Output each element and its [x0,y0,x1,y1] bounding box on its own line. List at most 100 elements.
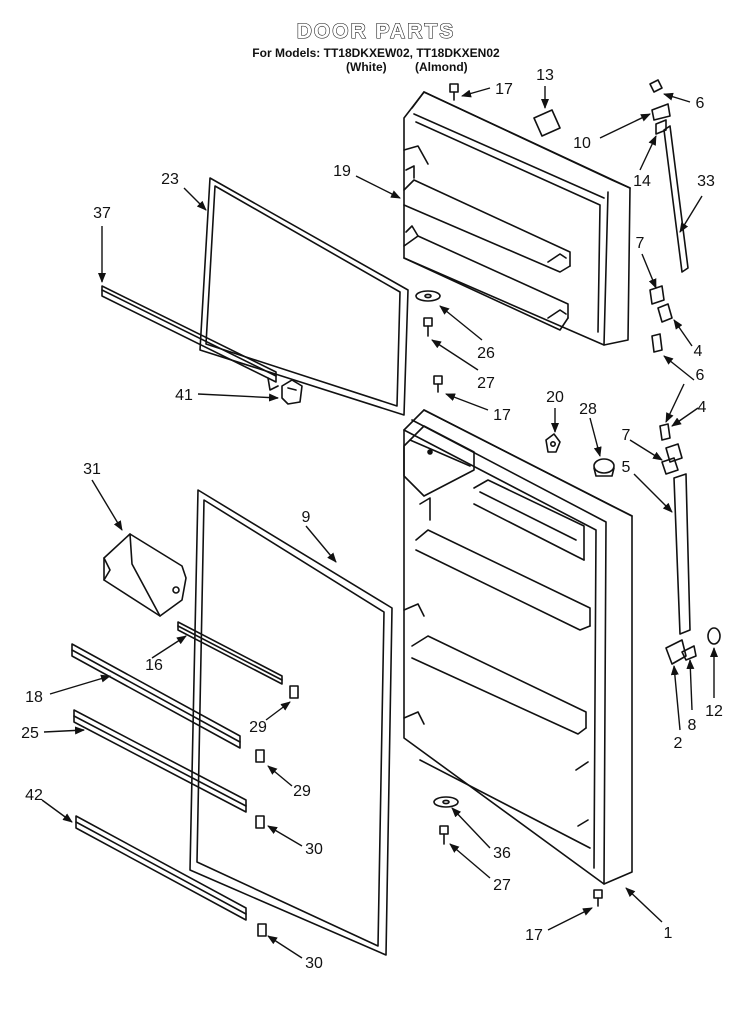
leader-6b [663,355,695,381]
fresh-food-gasket [189,489,393,956]
leader-28 [589,417,602,457]
callout-2: 2 [674,735,683,752]
leader-17b [445,393,489,411]
leader-30a [267,825,303,847]
leader-23 [183,187,207,211]
leader-30b [267,935,303,959]
callout-27b: 27 [493,877,511,894]
leader-18 [49,674,111,695]
callout-6b: 6 [696,367,705,384]
leader-41 [197,393,279,402]
part-25-bar [73,709,247,813]
model-numbers: For Models: TT18DKXEW02, TT18DKXEN02 [252,46,500,60]
part-28-plug [593,458,615,477]
leader-25 [43,726,85,735]
leader-36 [451,807,491,849]
callout-42: 42 [25,787,43,804]
leader-29a [265,701,291,721]
leader-7a [641,253,657,289]
callout-17c: 17 [525,927,543,944]
callout-7b: 7 [622,427,631,444]
freezer-door-shelf-37 [101,285,279,391]
callout-23: 23 [161,171,179,188]
callout-17a: 17 [495,81,513,98]
leader-8 [686,659,695,711]
color-white-label: (White) [346,60,387,74]
part-13-label [533,109,561,137]
leader-17c [547,907,593,931]
part-27-screw-b [439,825,449,845]
leader-7b [629,439,663,461]
leader-10 [599,113,651,139]
callout-14: 14 [633,173,651,190]
callout-18: 18 [25,689,43,706]
color-labels: (White) (Almond) [0,60,752,74]
part-30-clip-b [257,923,267,937]
callout-19: 19 [333,163,351,180]
leader-2 [670,665,681,731]
leader-4b [671,407,699,427]
callout-10: 10 [573,135,591,152]
leader-6a [663,92,691,103]
part-29-clip-b [255,749,265,763]
callout-17b: 17 [493,407,511,424]
leader-17a [461,87,491,98]
part-20-nut [545,433,561,453]
leader-19 [355,175,401,199]
callout-26: 26 [477,345,495,362]
callout-4b: 4 [698,399,707,416]
color-almond-label: (Almond) [415,60,468,74]
leader-6c [665,383,685,423]
callout-41: 41 [175,387,193,404]
page-title: DOOR PARTS [296,19,456,43]
callout-27a: 27 [477,375,495,392]
part-26-plate [415,290,441,302]
leader-9 [305,525,337,563]
freezer-door-liner [403,91,631,346]
leader-5 [633,473,673,513]
leader-42 [41,799,73,823]
part-17-screw-b [433,375,443,393]
bottom-hinge-parts [665,627,721,665]
part-27-screw-a [423,317,433,337]
leader-14 [639,135,657,171]
part-36-plate [433,796,459,808]
leader-31 [91,479,123,531]
callout-25: 25 [21,725,39,742]
callout-30a: 30 [305,841,323,858]
upper-door-hinge-parts [659,423,683,475]
part-42-bar [75,815,247,921]
part-33-rod [663,125,689,273]
part-5-rod [673,473,691,635]
callout-33: 33 [697,173,715,190]
callout-5: 5 [622,459,631,476]
middle-hinge-parts [649,285,673,353]
part-17-screw-a [449,83,459,101]
callout-7a: 7 [636,235,645,252]
part-31-bin [103,533,187,617]
callout-4a: 4 [694,343,703,360]
fresh-food-door-liner [403,409,633,885]
callout-1: 1 [664,925,673,942]
part-41-clip [281,379,303,405]
leader-27a [431,339,479,371]
callout-31: 31 [83,461,101,478]
callout-36: 36 [493,845,511,862]
callout-30b: 30 [305,955,323,972]
callout-29a: 29 [249,719,267,736]
callout-28: 28 [579,401,597,418]
callout-9: 9 [302,509,311,526]
leader-27b [449,843,491,879]
leader-1 [625,887,663,923]
freezer-gasket [199,177,409,416]
callout-37: 37 [93,205,111,222]
leader-26 [439,305,483,341]
callout-12: 12 [705,703,723,720]
callout-20: 20 [546,389,564,406]
callout-13: 13 [536,67,554,84]
callout-6a: 6 [696,95,705,112]
leader-4a [673,319,693,347]
leader-33 [679,195,703,233]
callout-29b: 29 [293,783,311,800]
